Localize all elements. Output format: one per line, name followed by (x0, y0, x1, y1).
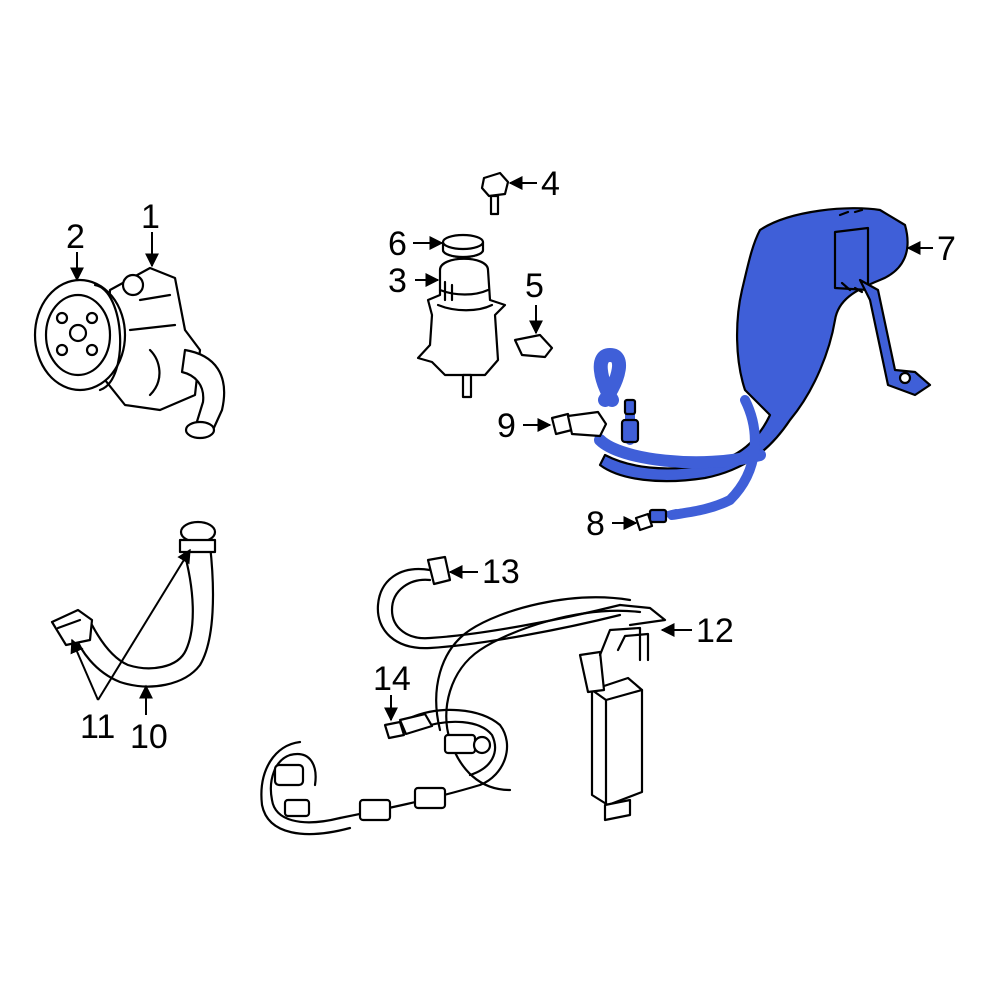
fitting (550, 410, 608, 438)
leader-11b (70, 638, 99, 701)
line-clamp (426, 555, 452, 586)
callout-9: 9 (497, 407, 516, 445)
power-steering-pump (103, 266, 226, 440)
cooler-lines (260, 567, 667, 836)
callout-11: 11 (80, 708, 115, 746)
callout-13: 13 (482, 553, 520, 591)
reservoir-cap (441, 233, 485, 259)
callout-12: 12 (696, 612, 734, 650)
callout-2: 2 (66, 218, 85, 256)
callout-6: 6 (388, 225, 407, 263)
callout-8: 8 (586, 505, 605, 543)
callout-3: 3 (388, 262, 407, 300)
fitting-seal (634, 512, 654, 532)
callout-14: 14 (373, 660, 411, 698)
bolt (480, 171, 510, 216)
callout-7: 7 (937, 230, 956, 268)
pressure-hose-assembly (593, 207, 932, 524)
reservoir (416, 257, 507, 399)
callout-1: 1 (141, 198, 160, 236)
hose-clamp (50, 608, 94, 647)
callout-10: 10 (130, 718, 168, 756)
leader-11a (97, 548, 191, 701)
return-hose (73, 520, 217, 688)
line-fitting (383, 712, 434, 740)
pump-pulley (33, 278, 127, 392)
leader-lines (70, 176, 933, 722)
clip (513, 333, 554, 359)
callout-5: 5 (525, 267, 544, 305)
callout-labels: 1 2 3 4 5 6 7 8 9 10 11 12 13 14 (66, 165, 956, 756)
callout-4: 4 (541, 165, 560, 203)
oil-cooler (578, 650, 644, 822)
